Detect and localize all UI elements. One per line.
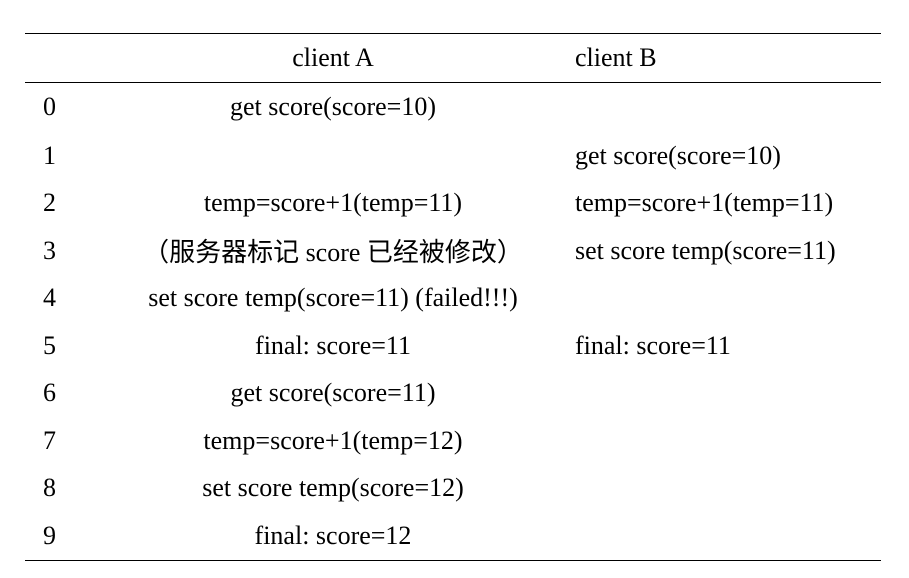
step-cell: 3 [43,235,56,265]
step-cell: 2 [43,188,56,218]
table-row: 3 （服务器标记 score 已经被修改） set score temp(sco… [25,227,881,275]
step-cell: 4 [43,283,56,313]
step-cell: 5 [43,330,56,360]
client-b-cell: temp=score+1(temp=11) [575,188,834,218]
header-client-b: client B [575,42,657,72]
header-step [25,34,103,82]
client-a-cell: set score temp(score=11) (failed!!!) [148,283,518,313]
client-a-cell: temp=score+1(temp=11) [203,188,463,218]
concurrency-table: client A client B 0 get score(score=10) … [25,33,881,561]
step-cell: 9 [43,520,56,550]
client-b-cell [563,465,881,513]
table-row: 7 temp=score+1(temp=12) [25,417,881,465]
table: client A client B 0 get score(score=10) … [25,34,881,560]
table-row: 5 final: score=11 final: score=11 [25,322,881,370]
table-row: 6 get score(score=11) [25,370,881,418]
client-b-cell: final: score=11 [575,330,731,360]
table-row: 1 get score(score=10) [25,132,881,180]
client-a-cell: temp=score+1(temp=12) [203,425,463,455]
client-b-cell [563,512,881,560]
table-row: 0 get score(score=10) [25,82,881,132]
table-row: 2 temp=score+1(temp=11) temp=score+1(tem… [25,180,881,228]
table-row: 8 set score temp(score=12) [25,465,881,513]
header-row: client A client B [25,34,881,82]
client-a-cell: final: score=11 [255,330,411,360]
client-a-cell [103,132,563,180]
client-b-cell [563,275,881,323]
client-b-cell [563,82,881,132]
step-cell: 6 [43,378,56,408]
client-a-cell: get score(score=11) [230,378,436,408]
client-b-cell [563,417,881,465]
client-a-cell: final: score=12 [254,520,412,550]
client-a-cell: （服务器标记 score 已经被修改） [143,238,523,268]
client-a-cell: get score(score=10) [230,92,436,122]
client-a-cell: set score temp(score=12) [202,473,464,503]
table-body: 0 get score(score=10) 1 get score(score=… [25,82,881,560]
client-b-cell: get score(score=10) [575,140,781,170]
table-row: 9 final: score=12 [25,512,881,560]
client-b-cell: set score temp(score=11) [575,235,836,265]
step-cell: 0 [43,92,56,122]
table-header: client A client B [25,34,881,82]
step-cell: 1 [43,140,56,170]
table-row: 4 set score temp(score=11) (failed!!!) [25,275,881,323]
step-cell: 8 [43,473,56,503]
client-b-cell [563,370,881,418]
step-cell: 7 [43,425,56,455]
header-client-a: client A [292,42,374,72]
